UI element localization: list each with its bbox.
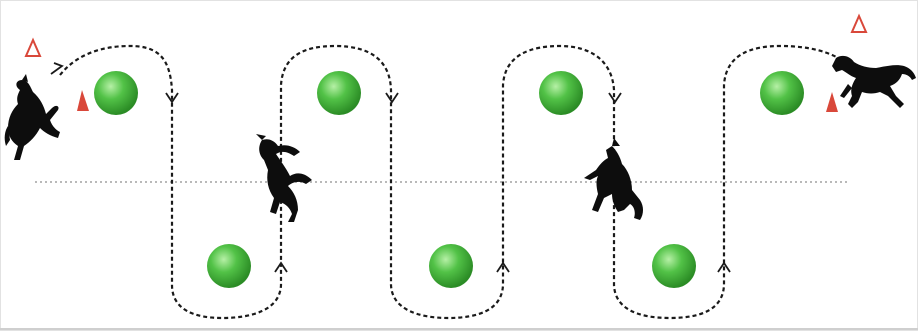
green-ball-icon bbox=[429, 244, 473, 288]
green-ball-icon bbox=[207, 244, 251, 288]
green-ball-icon bbox=[539, 71, 583, 115]
green-ball-icon bbox=[94, 71, 138, 115]
green-ball-icon bbox=[652, 244, 696, 288]
green-ball-icon bbox=[760, 71, 804, 115]
green-ball-icon bbox=[317, 71, 361, 115]
